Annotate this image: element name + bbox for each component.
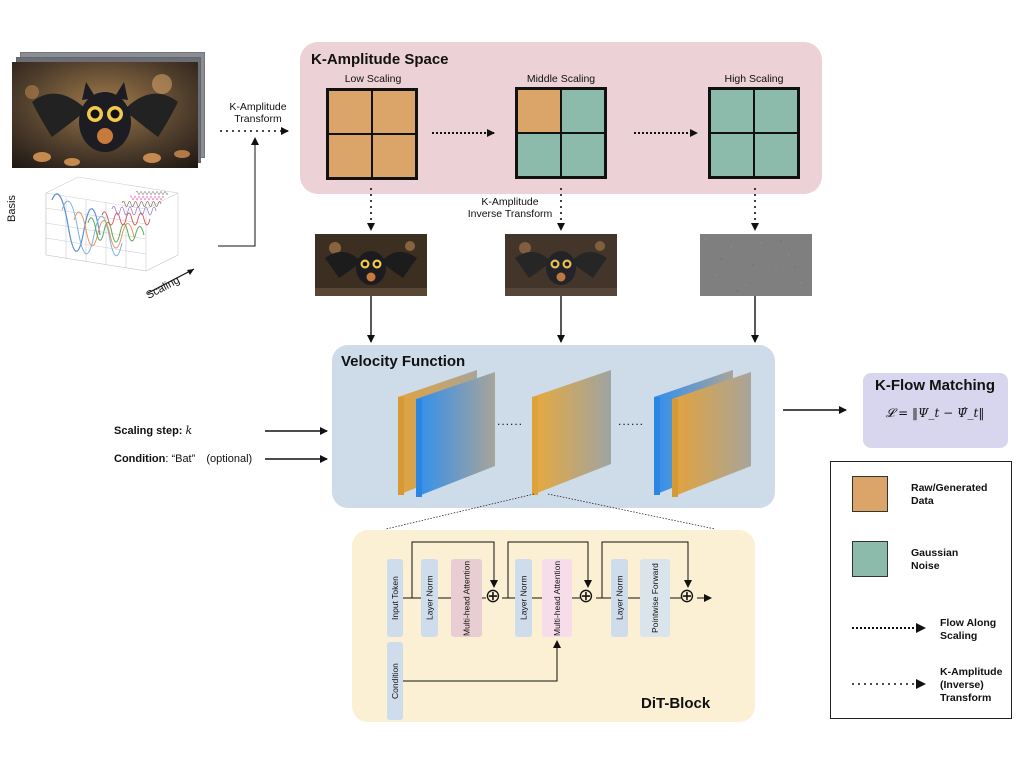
low-scaling-output-image <box>315 234 427 296</box>
velocity-layers <box>398 370 751 497</box>
basis-axis-label: Basis <box>6 195 18 222</box>
source-image-stack <box>12 52 206 168</box>
middle-scaling-output-image <box>505 234 617 296</box>
legend-raw-swatch <box>852 476 888 512</box>
layer-stack-3 <box>654 370 751 497</box>
dit-add-1: ⊕ <box>485 586 501 607</box>
basis-plot <box>18 175 213 315</box>
dit-multi-head-attention-2: Multi-head Attention <box>542 559 572 637</box>
k-flow-matching-panel <box>863 373 1008 448</box>
dit-block-title: DiT-Block <box>641 695 711 712</box>
legend-transform-label: K-Amplitude (Inverse) Transform <box>940 666 1003 704</box>
velocity-function-title: Velocity Function <box>341 353 466 370</box>
layer-stack-2 <box>532 370 611 495</box>
high-scaling-label: High Scaling <box>724 73 784 85</box>
middle-scaling-grid <box>515 87 607 179</box>
scaling-step-input-label: Scaling step: k <box>114 424 193 437</box>
loss-formula: 𝓛 = ‖Ψ_t − Ψ̂_t‖ <box>885 406 985 420</box>
velocity-ellipsis-2: ...... <box>618 414 645 428</box>
legend-raw-label: Raw/Generated Data <box>911 482 988 507</box>
legend-transform-arrow <box>852 679 926 689</box>
dit-add-3: ⊕ <box>679 586 695 607</box>
layer-stack-1 <box>398 370 495 497</box>
dit-pointwise-forward: Pointwise Forward <box>640 559 670 637</box>
high-scaling-grid <box>708 87 800 179</box>
velocity-ellipsis-1: ...... <box>497 414 524 428</box>
dit-add-2: ⊕ <box>578 586 594 607</box>
k-flow-matching-title: K-Flow Matching <box>875 377 995 394</box>
legend-flow-arrow <box>852 623 926 633</box>
dit-input-token: Input Token <box>387 559 403 637</box>
legend-noise-swatch <box>852 541 888 577</box>
high-scaling-output-noise <box>700 234 812 296</box>
low-scaling-label: Low Scaling <box>344 73 402 85</box>
low-scaling-grid <box>326 88 418 180</box>
legend-box <box>830 461 1012 719</box>
dit-layer-norm-1: Layer Norm <box>421 559 438 637</box>
bat-image <box>12 62 198 168</box>
k-amplitude-space-title: K-Amplitude Space <box>311 51 449 68</box>
legend-flow-label: Flow Along Scaling <box>940 617 997 642</box>
dit-condition: Condition <box>387 642 403 720</box>
legend-noise-label: Gaussian Noise <box>911 547 959 572</box>
dit-multi-head-attention-1: Multi-head Attention <box>451 559 482 637</box>
condition-input-label: Condition: “Bat” (optional) <box>114 453 253 465</box>
middle-scaling-label: Middle Scaling <box>526 73 596 85</box>
dit-layer-norm-2: Layer Norm <box>515 559 532 637</box>
dit-layer-norm-3: Layer Norm <box>611 559 628 637</box>
